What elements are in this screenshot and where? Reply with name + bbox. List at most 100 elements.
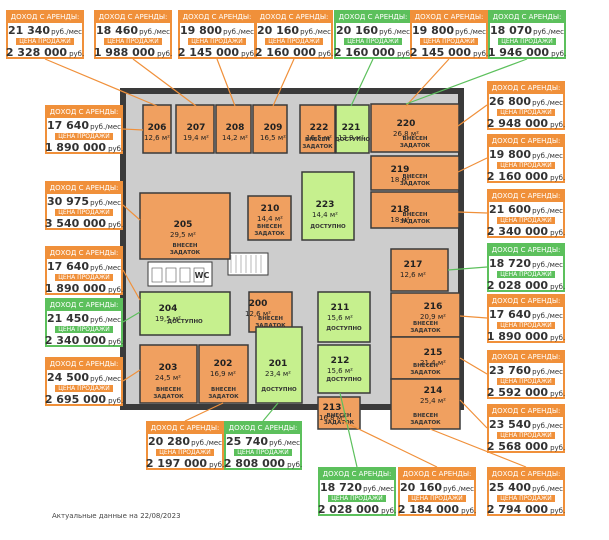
room-number: 221 (342, 123, 361, 133)
rent-value: 21 450 (46, 312, 90, 325)
room-209-shape (252, 104, 288, 154)
room-area: 23,4 м² (265, 370, 291, 378)
room-area: 15,6 м² (327, 367, 353, 375)
rent-income-header: ДОХОД С АРЕНДЫ: (489, 406, 563, 417)
rent-unit: руб./мес (532, 207, 564, 215)
price-unit: руб. (108, 286, 124, 294)
room-status: ДОСТУПНО (167, 319, 203, 325)
room-status: ЗАДАТОК (302, 144, 333, 150)
price-unit: руб. (209, 461, 225, 469)
room-number: 212 (331, 356, 350, 366)
callout-connector (429, 428, 527, 468)
rent-income-header: ДОХОД С АРЕНДЫ: (47, 248, 121, 259)
room-number: 219 (391, 165, 410, 175)
price-unit: руб. (550, 229, 566, 237)
rent-income-header: ДОХОД С АРЕНДЫ: (489, 469, 563, 480)
room-218-shape (370, 191, 460, 229)
sale-price-header: ЦЕНА ПРОДАЖИ (498, 38, 556, 45)
room-210-shape (247, 195, 292, 241)
room-status: ЗАДАТОК (400, 181, 431, 187)
room-status: ВНЕСЕН (173, 243, 198, 249)
room-number: 206 (148, 123, 167, 133)
rent-value: 21 340 (7, 24, 51, 37)
price-value: 2 197 000 (145, 457, 208, 470)
room-status: ВНЕСЕН (327, 413, 352, 419)
room-area: 12,6 м² (245, 310, 271, 318)
room-area: 16,5 м² (306, 134, 332, 142)
room-area: 19,4 м² (183, 134, 209, 142)
rent-income-header: ДОХОД С АРЕНДЫ: (47, 183, 121, 194)
room-217-shape (390, 248, 449, 292)
rent-unit: руб./мес (532, 261, 564, 269)
price-value: 1 890 000 (44, 141, 107, 154)
rent-income-header: ДОХОД С АРЕНДЫ: (47, 300, 121, 311)
price-value: 2 695 000 (44, 393, 107, 406)
callout-connector (457, 211, 488, 214)
callout-connector (122, 369, 141, 382)
rent-value: 18 720 (319, 481, 363, 494)
room-number: 208 (226, 123, 245, 133)
room-area: 13,9 м² (338, 134, 364, 142)
rent-income-header: ДОХОД С АРЕНДЫ: (47, 107, 121, 118)
rent-income-header: ДОХОД С АРЕНДЫ: (47, 359, 121, 370)
rent-income-header: ДОХОД С АРЕНДЫ: (489, 296, 563, 307)
price-unit: руб. (397, 50, 413, 58)
rent-value: 23 540 (488, 418, 532, 431)
sale-price-header: ЦЕНА ПРОДАЖИ (328, 495, 386, 502)
room-number: 222 (310, 123, 329, 133)
rent-income-header: ДОХОД С АРЕНДЫ: (180, 12, 254, 23)
room-area: 24,5 м² (155, 374, 181, 382)
rent-income-header: ДОХОД С АРЕНДЫ: (489, 83, 563, 94)
price-unit: руб. (287, 461, 303, 469)
room-status: ВНЕСЕН (156, 387, 181, 393)
rent-unit: руб./мес (300, 28, 332, 36)
rent-income-header: ДОХОД С АРЕНДЫ: (257, 12, 331, 23)
price-unit: руб. (69, 50, 85, 58)
rent-value: 19 800 (179, 24, 223, 37)
wc-label: WC (195, 271, 210, 280)
room-area: 20,9 м² (420, 313, 446, 321)
price-unit: руб. (550, 390, 566, 398)
wc-stall (151, 267, 163, 283)
price-unit: руб. (550, 444, 566, 452)
room-area: 15,6 м² (327, 314, 353, 322)
price-unit: руб. (108, 338, 124, 346)
rent-value: 26 800 (488, 95, 532, 108)
room-area: 18 м² (390, 216, 409, 224)
price-value: 2 340 000 (486, 225, 549, 238)
price-unit: руб. (550, 121, 566, 129)
rent-unit: руб./мес (90, 264, 122, 272)
rent-income-header: ДОХОД С АРЕНДЫ: (400, 469, 474, 480)
price-unit: руб. (108, 145, 124, 153)
room-status: ЗАДАТОК (208, 394, 239, 400)
sale-price-header: ЦЕНА ПРОДАЖИ (188, 38, 246, 45)
